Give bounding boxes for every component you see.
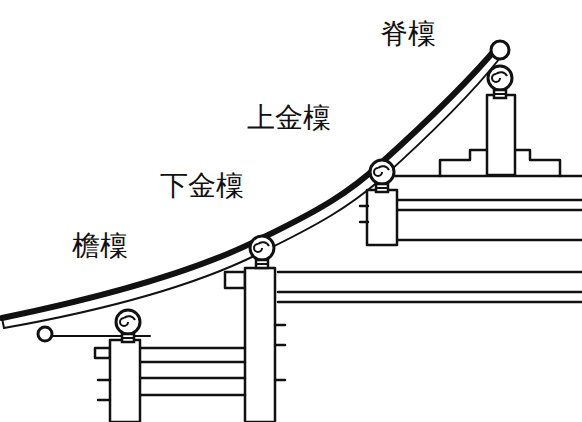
part-label: 上金檁	[247, 104, 331, 132]
part-label: 脊檁	[380, 20, 436, 48]
part-label: 檐檁	[72, 232, 128, 260]
part-label: 下金檁	[160, 172, 244, 200]
